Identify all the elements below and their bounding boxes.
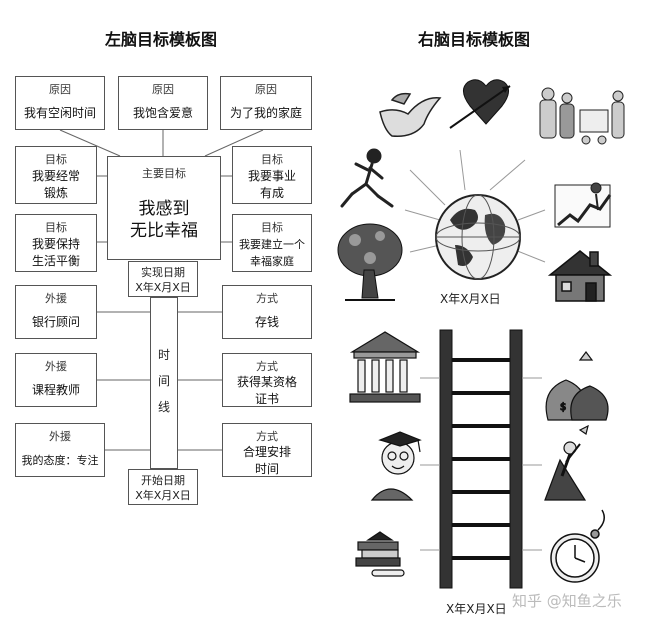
globe-icon [435,194,521,280]
main-goal-label: 主要目标 [142,167,186,180]
dove-icon [379,92,442,137]
family-shopping-icon [539,87,625,145]
reason-box-2: 原因 我饱含爱意 [118,76,208,130]
goal-text: 我要保持 生活平衡 [31,237,80,268]
goal-box-balance: 目标 我要保持 生活平衡 [15,214,97,272]
method-box-save: 方式 存钱 [222,285,312,339]
method-text: 合理安排 时间 [242,445,291,476]
right-diagram-title: 右脑目标模板图 [418,30,531,49]
goal-label: 目标 [261,221,283,234]
main-goal-text: 我感到 无比幸福 [130,199,198,241]
bank-building-icon [349,331,421,403]
support-box-teacher: 外援 课程教师 [15,353,97,407]
runner-icon [340,148,394,208]
watermark: 知乎 @知鱼之乐 [512,592,622,610]
house-icon [547,250,613,302]
left-diagram-title: 左脑目标模板图 [105,30,218,49]
support-text: 课程教师 [31,382,80,397]
timeline-bar: 时 间 线 [150,297,178,469]
method-box-time: 方式 合理安排 时间 [222,423,312,477]
globe-rays [404,149,546,263]
support-box-bank: 外援 银行顾问 [15,285,97,339]
graduate-icon [370,431,422,501]
start-date-box: 开始日期 X年X月X日 [128,469,198,505]
goal-label: 目标 [45,221,67,234]
pocket-watch-icon [550,509,605,583]
support-box-attitude: 外援 我的态度：专注 [15,423,105,477]
reason-text: 为了我的家庭 [229,105,302,120]
ladder-connectors [420,377,542,551]
reason-text: 我饱含爱意 [132,105,193,120]
method-label: 方式 [256,430,278,443]
reason-label: 原因 [49,83,71,96]
goal-text: 我要经常 锻炼 [31,169,80,200]
left-connectors [59,129,264,451]
goal-box-exercise: 目标 我要经常 锻炼 [15,146,97,204]
support-label: 外援 [45,360,67,373]
ladder-icon [439,329,523,589]
support-text: 我的态度：专注 [21,453,99,467]
globe-date: X年X月X日 [440,292,501,306]
goal-label: 目标 [45,153,67,166]
goal-box-career: 目标 我要事业 有成 [232,146,312,204]
timeline-char: 线 [157,400,170,414]
timeline-char: 间 [157,374,170,388]
climber-icon [544,424,589,501]
money-bags-icon: $ [545,351,609,421]
method-label: 方式 [256,292,278,305]
svg-text:$: $ [560,402,566,413]
diploma-books-icon [355,531,405,577]
reason-label: 原因 [255,83,277,96]
reason-label: 原因 [152,83,174,96]
goal-box-family: 目标 我要建立一个 幸福家庭 [232,214,312,272]
support-label: 外援 [49,430,71,443]
goal-label: 目标 [261,153,283,166]
method-text: 存钱 [254,314,279,329]
timeline-char: 时 [157,348,170,362]
tree-icon [337,223,403,301]
method-text: 获得某资格 证书 [236,375,297,406]
support-text: 银行顾问 [31,314,80,329]
goal-text: 我要建立一个 幸福家庭 [239,238,305,268]
main-goal-box: 主要目标 我感到 无比幸福 [107,156,221,260]
growth-chart-icon [554,182,612,228]
reason-box-3: 原因 为了我的家庭 [220,76,312,130]
reason-box-1: 原因 我有空闲时间 [15,76,105,130]
ladder-date: X年X月X日 [446,602,507,616]
method-box-certificate: 方式 获得某资格 证书 [222,353,312,407]
reason-text: 我有空闲时间 [23,105,96,120]
support-label: 外援 [45,292,67,305]
heart-arrow-icon [449,79,511,129]
method-label: 方式 [256,360,278,373]
achieve-date-box: 实现日期 X年X月X日 [128,261,198,297]
goal-text: 我要事业 有成 [247,169,296,200]
